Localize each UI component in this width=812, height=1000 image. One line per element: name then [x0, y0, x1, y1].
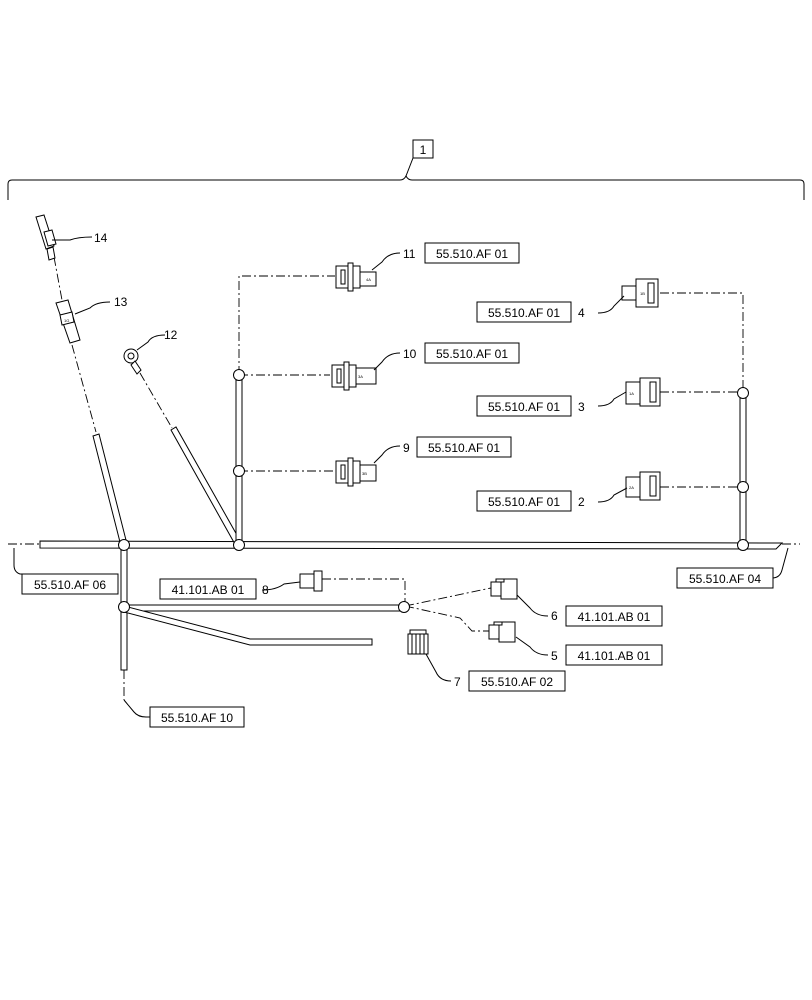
- svg-text:55.510.AF 10: 55.510.AF 10: [161, 711, 233, 725]
- routing-dash-lines: [8, 256, 800, 700]
- branch-to-13: [92, 433, 128, 547]
- main-trunk: [39, 540, 784, 550]
- callout-4: 4: [578, 306, 585, 320]
- ref-box-11: 55.510.AF 01: [424, 242, 520, 264]
- callout-3: 3: [578, 400, 585, 414]
- callout-2: 2: [578, 495, 585, 509]
- junction-node: [118, 601, 130, 613]
- connector-9: 3B: [335, 457, 377, 487]
- branch-9-10-11: [235, 374, 243, 546]
- svg-text:1B: 1B: [640, 291, 645, 296]
- svg-text:4A: 4A: [366, 277, 371, 282]
- svg-text:55.510.AF 01: 55.510.AF 01: [436, 347, 508, 361]
- svg-text:55.510.AF 01: 55.510.AF 01: [488, 400, 560, 414]
- branch-to-5-6-8: [123, 604, 405, 612]
- connector-5: [488, 621, 516, 643]
- svg-text:1G: 1G: [64, 318, 69, 323]
- callout-numbers: 11 10 9 4 3 2 8 6 5 7 12 13 14: [94, 231, 585, 689]
- svg-text:41.101.AB 01: 41.101.AB 01: [578, 610, 651, 624]
- junction-node: [118, 539, 130, 551]
- assembly-callout-label: 1: [420, 143, 427, 157]
- svg-text:41.101.AB 01: 41.101.AB 01: [578, 649, 651, 663]
- svg-text:3A: 3A: [358, 374, 363, 379]
- callout-5: 5: [551, 649, 558, 663]
- svg-text:55.510.AF 06: 55.510.AF 06: [34, 578, 106, 592]
- svg-text:3B: 3B: [362, 471, 367, 476]
- ref-box-3: 55.510.AF 01: [476, 395, 572, 417]
- ref-box-9: 55.510.AF 01: [416, 436, 512, 458]
- connector-11: 4A: [335, 262, 377, 292]
- junction-node: [233, 539, 245, 551]
- callout-10: 10: [403, 347, 417, 361]
- connector-3: 1A: [625, 377, 661, 407]
- ref-box-5: 41.101.AB 01: [565, 644, 663, 666]
- connector-8: [299, 570, 323, 592]
- junction-node: [737, 539, 749, 551]
- ref-box-10: 55.510.AF 01: [424, 342, 520, 364]
- callout-9: 9: [403, 441, 410, 455]
- ref-box-af04: 55.510.AF 04: [676, 567, 774, 589]
- branch-2-3-4: [739, 392, 747, 546]
- ref-box-2: 55.510.AF 01: [476, 490, 572, 512]
- junction-node: [233, 465, 245, 477]
- assembly-bracket: 1: [7, 139, 805, 200]
- callout-8: 8: [262, 583, 269, 597]
- junction-node: [398, 601, 410, 613]
- junction-node: [737, 481, 749, 493]
- ref-box-7: 55.510.AF 02: [468, 670, 566, 692]
- leader-lines: [13, 236, 789, 718]
- callout-11: 11: [403, 247, 416, 261]
- junction-node: [233, 369, 245, 381]
- callout-7: 7: [454, 675, 461, 689]
- svg-text:1A: 1A: [629, 391, 634, 396]
- callout-12: 12: [164, 328, 178, 342]
- assembly-callout-box: [412, 139, 434, 159]
- svg-text:55.510.AF 01: 55.510.AF 01: [488, 306, 560, 320]
- connector-2: 2A: [625, 471, 661, 501]
- ref-box-af10: 55.510.AF 10: [149, 706, 245, 728]
- ref-box-6: 41.101.AB 01: [565, 605, 663, 627]
- harness-trunks: [39, 374, 784, 671]
- svg-text:2A: 2A: [629, 485, 634, 490]
- ref-box-af06: 55.510.AF 06: [21, 573, 119, 595]
- branch-to-12: [170, 426, 243, 547]
- connector-14: [35, 214, 57, 261]
- ref-box-8: 41.101.AB 01: [159, 578, 257, 600]
- svg-text:41.101.AB 01: 41.101.AB 01: [172, 583, 245, 597]
- callout-14: 14: [94, 231, 108, 245]
- svg-text:55.510.AF 01: 55.510.AF 01: [436, 247, 508, 261]
- svg-text:55.510.AF 04: 55.510.AF 04: [689, 572, 761, 586]
- branch-to-7: [123, 605, 373, 646]
- svg-text:55.510.AF 02: 55.510.AF 02: [481, 675, 553, 689]
- connector-13: 1G: [55, 299, 81, 344]
- svg-text:55.510.AF 01: 55.510.AF 01: [488, 495, 560, 509]
- connector-12-ring-terminal: [123, 348, 142, 375]
- connector-6: [490, 578, 518, 600]
- junction-node: [737, 387, 749, 399]
- connector-10: 3A: [331, 361, 377, 391]
- ref-box-4: 55.510.AF 01: [476, 301, 572, 323]
- svg-text:55.510.AF 01: 55.510.AF 01: [428, 441, 500, 455]
- reference-boxes: 55.510.AF 01 55.510.AF 01 55.510.AF 01 5…: [21, 242, 774, 728]
- callout-13: 13: [114, 295, 128, 309]
- callout-6: 6: [551, 609, 558, 623]
- junction-nodes: [118, 369, 749, 613]
- connector-7: [407, 629, 429, 655]
- connector-4: 1B: [621, 278, 659, 308]
